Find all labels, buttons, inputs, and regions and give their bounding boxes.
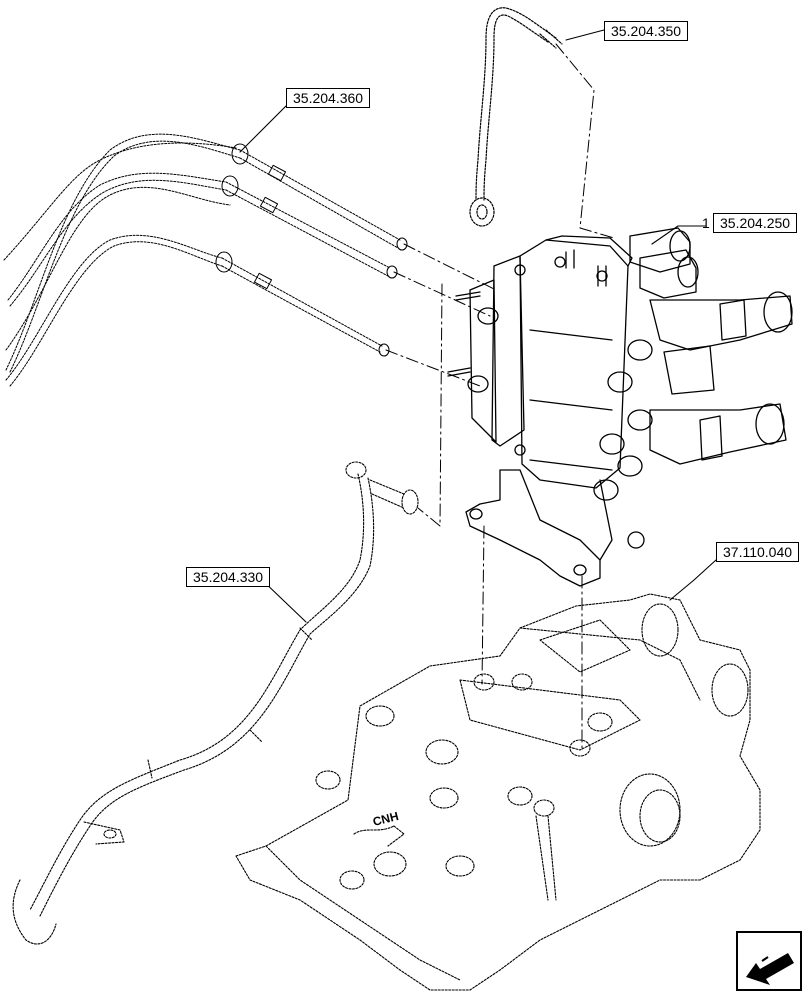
item-number: 1 <box>702 215 710 231</box>
callout-35-204-350[interactable]: 35.204.350 <box>604 21 689 41</box>
pipe-35-204-330 <box>12 461 419 945</box>
valve-block-35-204-250 <box>447 227 793 587</box>
callout-37-110-040[interactable]: 37.110.040 <box>716 542 800 562</box>
callout-35-204-250[interactable]: 35.204.250 <box>713 213 798 233</box>
cables-35-204-360 <box>3 133 401 387</box>
callout-35-204-360[interactable]: 35.204.360 <box>286 88 371 108</box>
navigation-button[interactable] <box>736 931 802 991</box>
pipe-35-204-350 <box>469 7 563 227</box>
leader-lines <box>239 29 717 623</box>
cable-connectors <box>215 143 408 357</box>
housing-logo: CNH <box>371 809 400 829</box>
housing-37-110-040 <box>235 593 761 991</box>
callout-35-204-330[interactable]: 35.204.330 <box>186 567 271 587</box>
arrow-down-left-icon <box>746 953 794 985</box>
alignment-lines <box>385 43 615 749</box>
